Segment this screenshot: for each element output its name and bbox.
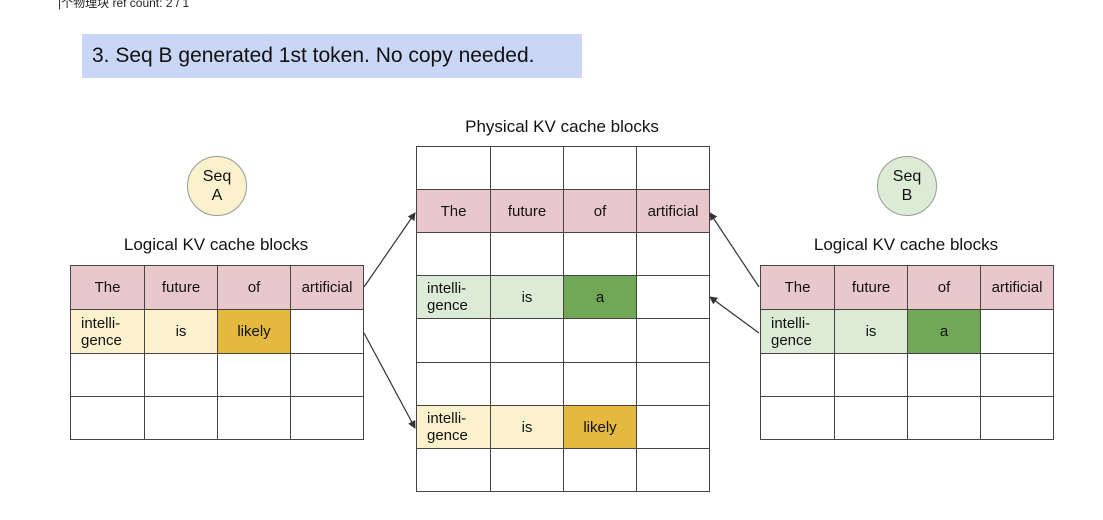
physical-table-cell-r5-c1 <box>491 363 564 406</box>
physical-table-cell-r5-c0 <box>417 363 491 406</box>
left-table-cell-r3-c2 <box>218 397 291 440</box>
left-table-cell-r3-c1 <box>145 397 218 440</box>
right-table-cell-r0-c2: of <box>908 266 981 310</box>
arrow-left-row1-to-phys <box>363 212 416 288</box>
left-table-cell-r1-c3 <box>291 310 364 354</box>
right-table-cell-r3-c2 <box>908 397 981 440</box>
right-table-cell-r2-c2 <box>908 354 981 397</box>
physical-table-cell-r4-c0 <box>417 319 491 363</box>
seq-b-label-line2: B <box>901 187 913 204</box>
physical-table-cell-r3-c0: intelli-gence <box>417 276 491 319</box>
left-table-cell-r3-c3 <box>291 397 364 440</box>
physical-table-cell-r7-c0 <box>417 449 491 492</box>
right-table-cell-r2-c0 <box>761 354 835 397</box>
seq-a-badge: Seq A <box>187 156 247 216</box>
seq-b-label-line1: Seq <box>892 168 922 185</box>
right-table-cell-r0-c0: The <box>761 266 835 310</box>
physical-table-cell-r0-c1 <box>491 147 564 190</box>
physical-table-cell-r6-c3 <box>637 406 710 449</box>
physical-table-cell-r7-c3 <box>637 449 710 492</box>
right-table-cell-r3-c0 <box>761 397 835 440</box>
left-table-cell-r0-c1: future <box>145 266 218 310</box>
physical-table-cell-r6-c0: intelli-gence <box>417 406 491 449</box>
left-table-cell-r2-c0 <box>71 354 145 397</box>
physical-table-cell-r2-c3 <box>637 233 710 276</box>
left-table-cell-r1-c0: intelli-gence <box>71 310 145 354</box>
left-table-cell-r1-c1: is <box>145 310 218 354</box>
physical-table-cell-r7-c2 <box>564 449 637 492</box>
left-table-cell-r2-c1 <box>145 354 218 397</box>
left-table-cell-r0-c3: artificial <box>291 266 364 310</box>
physical-table-cell-r4-c2 <box>564 319 637 363</box>
physical-table-cell-r0-c3 <box>637 147 710 190</box>
right-table-cell-r1-c0: intelli-gence <box>761 310 835 354</box>
arrow-right-row2-to-phys <box>709 296 760 334</box>
left-table-cell-r2-c3 <box>291 354 364 397</box>
physical-table-cell-r3-c1: is <box>491 276 564 319</box>
left-table-title: Logical KV cache blocks <box>123 235 309 254</box>
seq-a-label-line1: Seq <box>202 168 232 185</box>
right-table-cell-r2-c3 <box>981 354 1054 397</box>
right-table-cell-r1-c3 <box>981 310 1054 354</box>
right-table-cell-r1-c2: a <box>908 310 981 354</box>
physical-table-cell-r2-c2 <box>564 233 637 276</box>
physical-table-cell-r1-c2: of <box>564 190 637 233</box>
right-table-cell-r2-c1 <box>835 354 908 397</box>
physical-table-cell-r1-c0: The <box>417 190 491 233</box>
physical-table-cell-r6-c1: is <box>491 406 564 449</box>
left-table-cell-r3-c0 <box>71 397 145 440</box>
physical-table-cell-r0-c2 <box>564 147 637 190</box>
arrow-left-row2-to-phys <box>363 332 416 429</box>
physical-table-cell-r2-c1 <box>491 233 564 276</box>
physical-table-cell-r1-c1: future <box>491 190 564 233</box>
right-table-cell-r0-c3: artificial <box>981 266 1054 310</box>
right-table-cell-r0-c1: future <box>835 266 908 310</box>
physical-table-cell-r4-c1 <box>491 319 564 363</box>
right-table-title: Logical KV cache blocks <box>813 235 999 254</box>
left-table-cell-r1-c2: likely <box>218 310 291 354</box>
right-table-cell-r1-c1: is <box>835 310 908 354</box>
right-table-cell-r3-c1 <box>835 397 908 440</box>
left-table-cell-r2-c2 <box>218 354 291 397</box>
physical-table-cell-r3-c2: a <box>564 276 637 319</box>
top-fragment-text: |个物理块 ref count: 2 / 1 <box>58 0 190 10</box>
physical-table-cell-r4-c3 <box>637 319 710 363</box>
arrow-right-row1-to-phys <box>709 212 760 288</box>
middle-table-title: Physical KV cache blocks <box>465 117 659 136</box>
physical-table-cell-r1-c3: artificial <box>637 190 710 233</box>
physical-table-cell-r6-c2: likely <box>564 406 637 449</box>
left-table-cell-r0-c0: The <box>71 266 145 310</box>
left-table-cell-r0-c2: of <box>218 266 291 310</box>
physical-table-cell-r7-c1 <box>491 449 564 492</box>
physical-table-cell-r5-c2 <box>564 363 637 406</box>
right-table-cell-r3-c3 <box>981 397 1054 440</box>
physical-table-cell-r0-c0 <box>417 147 491 190</box>
physical-table-cell-r2-c0 <box>417 233 491 276</box>
step-banner: 3. Seq B generated 1st token. No copy ne… <box>82 34 582 78</box>
seq-b-badge: Seq B <box>877 156 937 216</box>
physical-table-cell-r5-c3 <box>637 363 710 406</box>
seq-a-label-line2: A <box>211 187 223 204</box>
